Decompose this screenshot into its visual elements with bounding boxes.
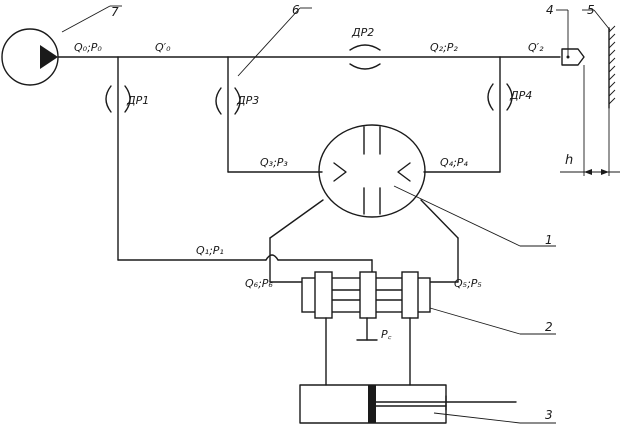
callout-3: 3 xyxy=(545,408,553,422)
label-q0p0: Q₀;P₀ xyxy=(74,41,102,54)
valve-to-cylinder-lines xyxy=(325,317,411,386)
gap-dimension xyxy=(560,65,620,176)
nozzle-icon xyxy=(561,48,585,66)
label-pc: P꜀ xyxy=(381,328,392,341)
label-h: h xyxy=(565,153,573,168)
branch-dr4 xyxy=(423,56,501,173)
callout-4: 4 xyxy=(546,3,554,17)
callout-6: 6 xyxy=(292,3,300,17)
jet-element-icon xyxy=(318,124,426,218)
label-q0-prime: Q′₀ xyxy=(155,41,171,54)
label-dr4: ДР4 xyxy=(509,89,532,102)
label-dr1: ДР1 xyxy=(126,94,149,107)
restrictor-dr1-icon xyxy=(105,85,131,113)
cylinder-icon xyxy=(299,384,517,424)
leader-lines xyxy=(61,5,611,424)
branch-dr3 xyxy=(227,56,323,173)
label-q6p6: Q₆;P₆ xyxy=(245,277,273,290)
flapper-wall-icon xyxy=(608,25,616,109)
label-q2-prime: Q′₂ xyxy=(528,41,544,54)
callout-7: 7 xyxy=(111,5,119,19)
branch-dr1 xyxy=(117,56,373,277)
callout-1: 1 xyxy=(545,233,553,247)
label-q4p4: Q₄;P₄ xyxy=(440,156,468,169)
callout-5: 5 xyxy=(587,3,595,17)
label-q5p5: Q₅;P₅ xyxy=(454,277,482,290)
label-q3p3: Q₃;P₃ xyxy=(260,156,288,169)
label-dr2: ДР2 xyxy=(351,26,374,39)
callout-2: 2 xyxy=(545,320,553,334)
pump-icon xyxy=(1,28,59,86)
label-q2p2: Q₂;P₂ xyxy=(430,41,458,54)
restrictor-dr4-icon xyxy=(487,83,513,111)
spool-valve-icon xyxy=(301,271,431,341)
label-q1p1: Q₁;P₁ xyxy=(196,244,224,257)
label-dr3: ДР3 xyxy=(236,94,259,107)
restrictor-dr3-icon xyxy=(215,87,241,115)
jet-to-valve-lines xyxy=(269,199,459,283)
restrictor-dr2-icon xyxy=(349,44,381,70)
